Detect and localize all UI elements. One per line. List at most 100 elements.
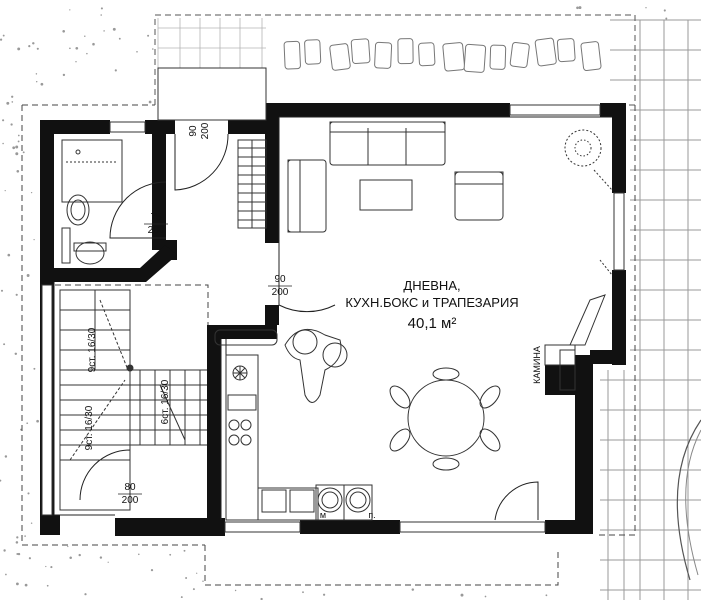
ground-speck: [17, 140, 20, 143]
ground-speck: [322, 593, 326, 596]
ground-speck: [138, 553, 140, 556]
ground-speck: [180, 596, 183, 599]
ground-speck: [15, 152, 19, 156]
staircase: [59, 289, 207, 511]
ground-speck: [26, 422, 29, 425]
ground-speck: [35, 80, 38, 83]
stepping-stone: [556, 38, 576, 63]
ground-speck: [15, 293, 18, 296]
stepping-stone: [580, 41, 602, 71]
ground-speck: [136, 50, 138, 53]
ground-speck: [665, 17, 668, 20]
ground-speck: [118, 37, 121, 40]
ground-speck: [15, 541, 19, 544]
ground-speck: [0, 289, 4, 292]
ground-speck: [185, 577, 188, 579]
ground-speck: [460, 593, 464, 597]
ground-speck: [36, 47, 39, 50]
ground-speck: [112, 27, 116, 31]
stepping-stone: [304, 39, 322, 65]
ground-speck: [14, 352, 18, 356]
stepping-stone: [463, 43, 487, 73]
stepping-stone: [418, 42, 436, 67]
ground-speck: [62, 30, 65, 33]
ground-speck: [103, 30, 105, 32]
paving-grid: [600, 19, 701, 600]
ground-speck: [69, 556, 72, 559]
ground-speck: [17, 47, 21, 51]
ground-speck: [0, 479, 2, 482]
ground-speck: [75, 46, 79, 50]
stepping-stone: [534, 37, 557, 67]
ground-speck: [4, 190, 6, 192]
ground-speck: [114, 69, 117, 72]
ground-speck: [411, 588, 415, 591]
ground-speck: [17, 134, 20, 137]
stair-door-width: 80: [124, 482, 136, 493]
room-title-line1: ДНЕВНА,: [403, 278, 460, 293]
ground-speck: [545, 594, 548, 597]
stair-flight-up: 9ст. 16/30: [87, 327, 98, 372]
ground-speck: [169, 553, 172, 556]
ground-speck: [100, 14, 102, 16]
stepping-stone: [350, 38, 371, 65]
ground-speck: [32, 42, 35, 45]
stepping-stone: [329, 43, 351, 71]
stair-flight-left: 9ст. 16/30: [84, 405, 95, 450]
room-label: ДНЕВНА, КУХН.БОКС и ТРАПЕЗАРИЯ 40,1 м²: [345, 278, 518, 332]
ground-speck: [3, 343, 6, 346]
eaves-outline: [21, 104, 636, 586]
ground-speck: [234, 589, 237, 592]
stepping-stones: [283, 37, 602, 73]
ground-speck: [2, 142, 4, 145]
ground-speck: [302, 591, 304, 594]
ground-speck: [151, 48, 154, 50]
ground-speck: [3, 549, 6, 552]
ground-dots: [0, 6, 668, 600]
ground-speck: [2, 34, 5, 37]
ground-speck: [28, 557, 31, 560]
walls: [40, 103, 626, 536]
ground-speck: [24, 535, 26, 537]
ground-speck: [28, 45, 31, 48]
ground-speck: [100, 7, 103, 10]
ground-speck: [4, 455, 8, 458]
terrace-edge: [158, 67, 267, 75]
ground-speck: [16, 169, 20, 173]
ground-speck: [11, 101, 14, 103]
ground-speck: [484, 595, 487, 598]
ground-speck: [196, 572, 198, 574]
ground-speck: [40, 82, 44, 86]
ground-speck: [150, 569, 154, 572]
ground-speck: [202, 580, 204, 582]
ground-speck: [0, 38, 3, 41]
ground-speck: [99, 556, 103, 559]
living-door-width: 90: [274, 274, 286, 285]
ground-speck: [11, 95, 14, 98]
room-title-line2: КУХН.БОКС и ТРАПЕЗАРИЯ: [345, 295, 518, 310]
entrance-landing: [157, 67, 267, 121]
dryer-label: п.: [368, 510, 375, 520]
ground-speck: [15, 145, 19, 149]
wardrobe: [237, 139, 267, 229]
windows: [41, 104, 625, 533]
ground-speck: [22, 151, 25, 154]
ground-speck: [2, 119, 5, 122]
stair-labels: 9ст. 16/30 9ст. 16/30 6ст. 16/30: [84, 327, 171, 450]
stepping-stone: [509, 41, 530, 68]
entrance-door-width: 90: [188, 125, 199, 137]
ground-speck: [30, 191, 33, 194]
ground-speck: [27, 492, 30, 495]
ground-speck: [578, 6, 582, 10]
ground-speck: [30, 522, 33, 524]
ground-speck: [7, 253, 11, 257]
ground-speck: [16, 536, 19, 539]
ground-speck: [147, 34, 150, 37]
ground-speck: [10, 123, 13, 126]
ground-speck: [36, 419, 39, 423]
washer-label: м: [320, 510, 326, 520]
ground-speck: [148, 100, 152, 104]
ground-speck: [645, 7, 647, 9]
ground-speck: [5, 573, 7, 576]
stepping-stone: [283, 40, 301, 70]
